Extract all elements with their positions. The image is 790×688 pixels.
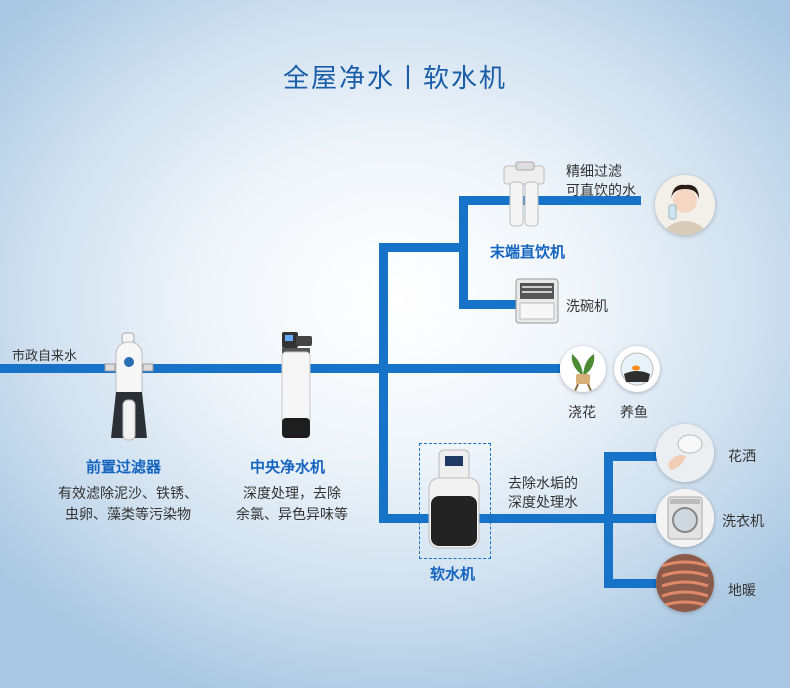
upper-branch-pipe (379, 243, 467, 252)
softener-name: 软水机 (430, 565, 476, 583)
pre-filter-name: 前置过滤器 (86, 458, 162, 476)
floor-heating-label: 地暖 (728, 583, 756, 599)
drinking-machine-device (503, 161, 545, 227)
pre-filter-desc: 有效滤除泥沙、铁锈、 虫卵、藻类等污染物 (58, 486, 198, 523)
softener-note-2: 深度处理水 (508, 495, 578, 511)
plant-image (560, 346, 606, 392)
fish-label: 养鱼 (620, 405, 648, 421)
drinking-machine-name: 末端直饮机 (490, 243, 566, 261)
central-purifier-device (281, 332, 312, 438)
dishwasher-device (515, 278, 559, 324)
dishwasher-pipe (459, 300, 519, 309)
shower-image (656, 424, 714, 482)
dishwasher-label: 洗碗机 (566, 299, 608, 315)
drinking-note: 精细过滤 (566, 164, 622, 180)
heating-pipe (604, 579, 662, 588)
drinking-note-2: 可直饮的水 (566, 183, 636, 199)
central-purifier-name: 中央净水机 (250, 458, 326, 476)
upper-vertical-pipe (459, 196, 468, 309)
softener-device (428, 449, 480, 549)
softener-pipe (379, 514, 609, 523)
washer-image (656, 489, 714, 547)
shower-label: 花洒 (728, 449, 756, 465)
shower-pipe (604, 452, 662, 461)
fish-tank-image (614, 346, 660, 392)
floor-heating-image (656, 554, 714, 612)
inlet-label: 市政自来水 (12, 349, 78, 364)
woman-drinking-image (655, 175, 715, 235)
watering-label: 浇花 (568, 405, 596, 421)
washer-pipe (604, 514, 662, 523)
central-purifier-desc: 深度处理，去除 余氯、异色异味等 (236, 486, 348, 523)
drinking-pipe (459, 196, 641, 205)
page-title: 全屋净水丨软水机 (282, 64, 507, 94)
washer-label: 洗衣机 (722, 514, 764, 530)
softener-box (419, 443, 491, 559)
main-pipe (0, 364, 560, 373)
pre-filter-device (104, 332, 154, 441)
vertical-trunk-pipe (379, 243, 388, 523)
softener-note-1: 去除水垢的 (508, 476, 578, 492)
